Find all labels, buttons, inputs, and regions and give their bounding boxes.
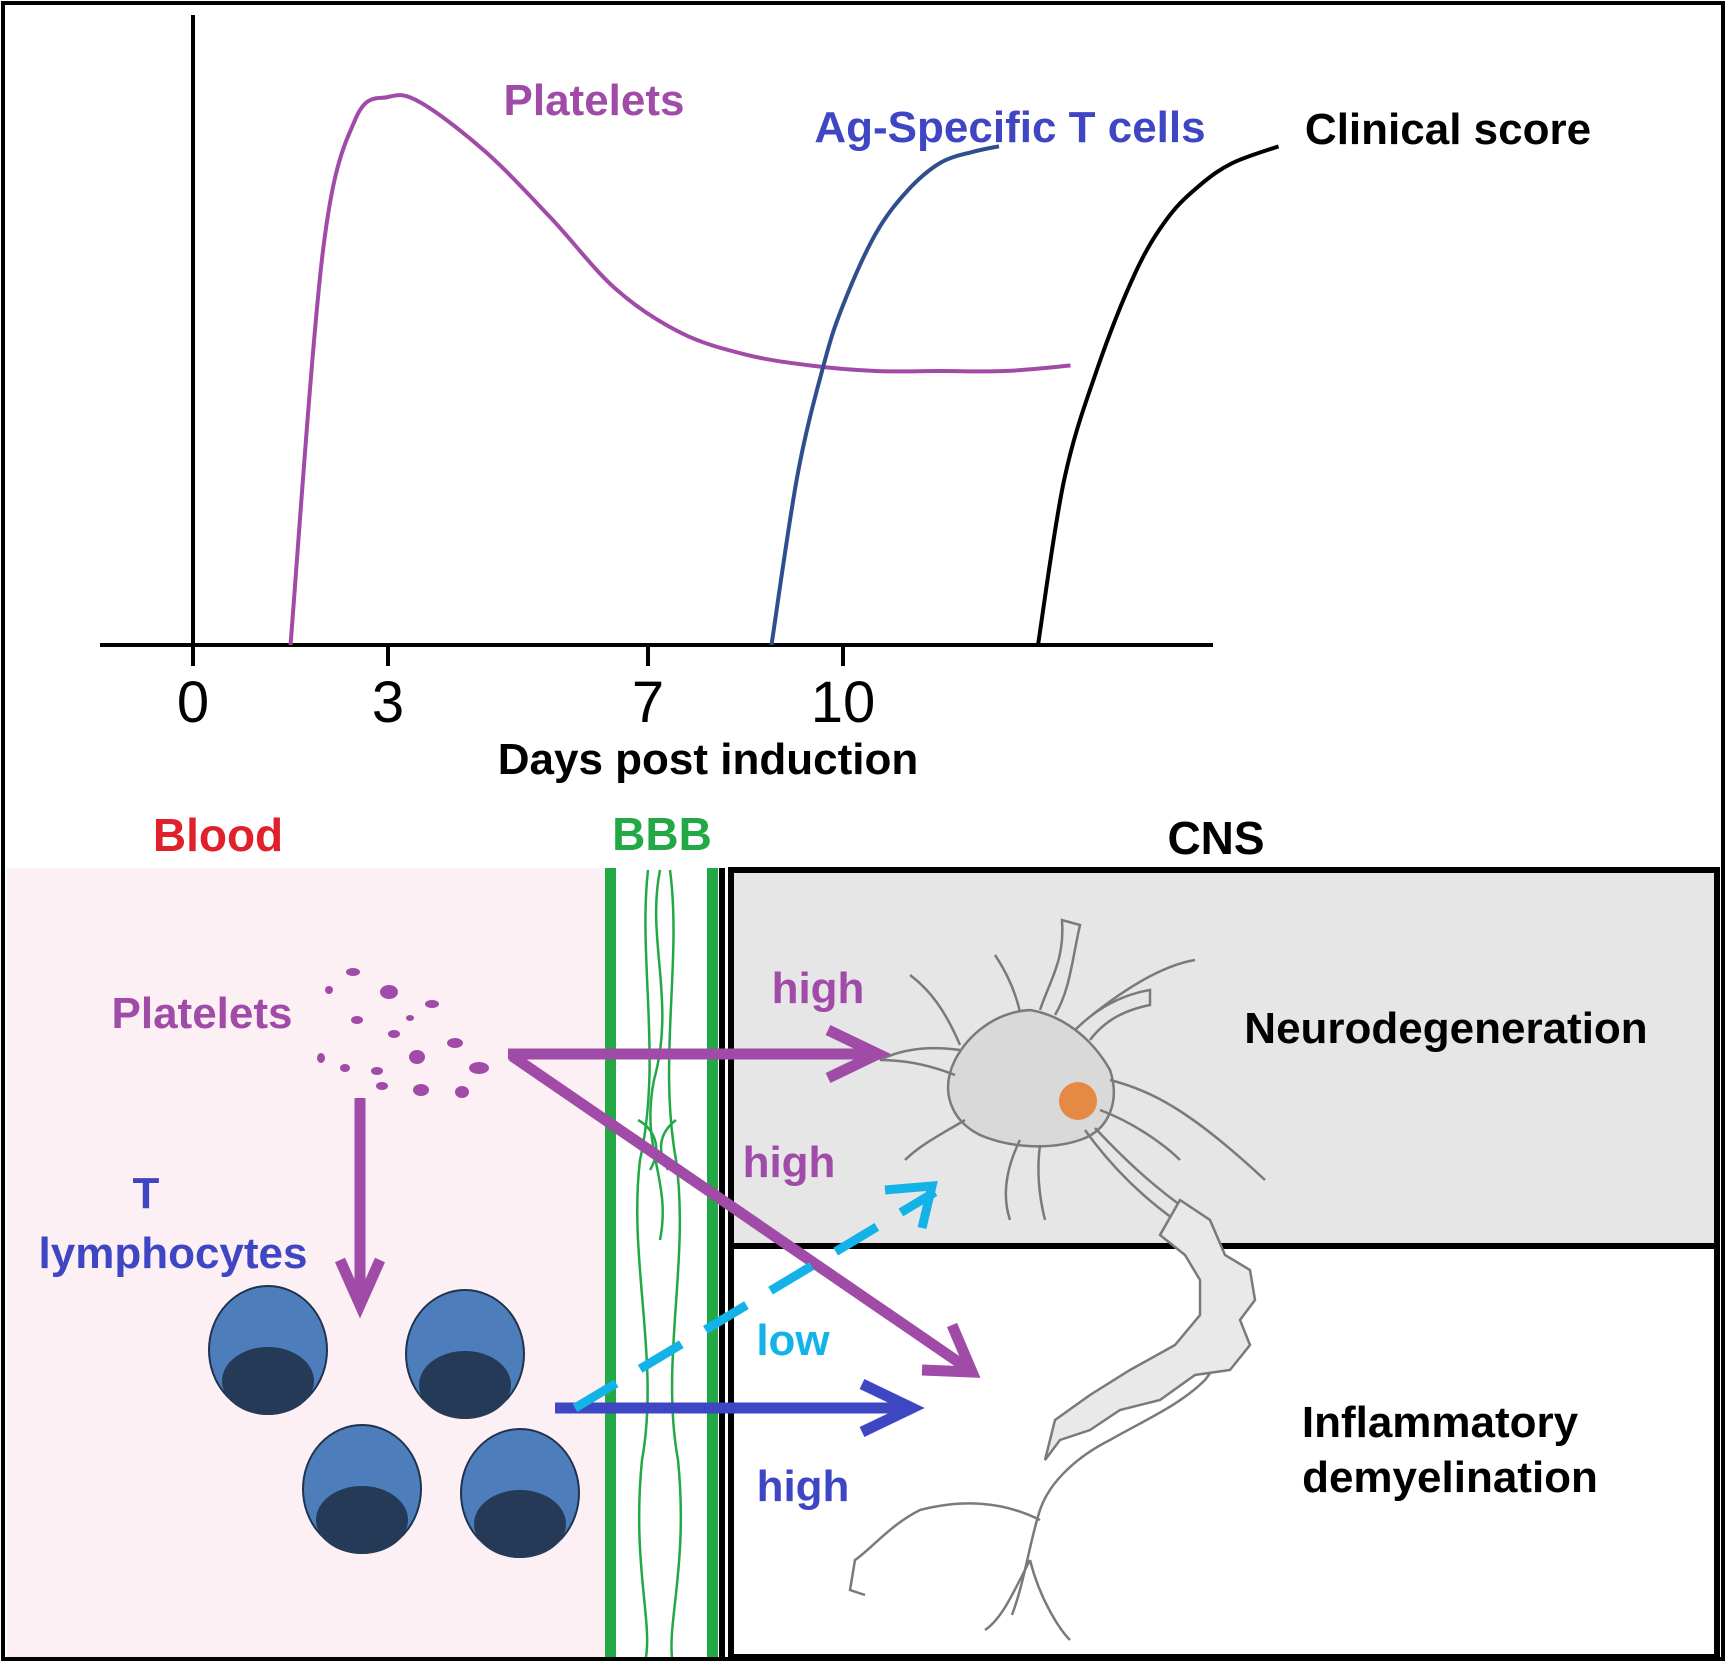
- arrow-head: [884, 1180, 938, 1230]
- arrow-head: [825, 1025, 891, 1083]
- arrow-head: [334, 1257, 386, 1319]
- t-cell: [405, 1289, 525, 1419]
- t-cell-group: [208, 1285, 580, 1558]
- x-tick-label: 0: [177, 670, 209, 735]
- platelets-label: Platelets: [112, 989, 293, 1038]
- cns-neuro-region: [728, 867, 1720, 1249]
- arrow-head: [921, 1322, 981, 1378]
- series-label-tcells: Ag-Specific T cells: [814, 103, 1205, 152]
- arrow-head: [859, 1379, 925, 1437]
- bbb-label: BBB: [612, 808, 712, 860]
- high-label-platelets-inflam: high: [743, 1138, 836, 1187]
- series-label-clinical: Clinical score: [1305, 105, 1591, 154]
- x-tick-label: 10: [811, 670, 876, 735]
- arrow-platelets-to-inflam: [508, 1051, 974, 1375]
- t-lymphocytes-label-line2: lymphocytes: [39, 1229, 308, 1278]
- bbb-wall-right: [707, 868, 718, 1657]
- arrow-tcells-to-neuro-low: [572, 1188, 938, 1412]
- series-line-platelets: [288, 93, 1071, 646]
- timeline-chart: 0 3 7 10 Platelets Ag-Specific T cells Clin…: [100, 15, 1591, 784]
- arrows: [334, 1025, 981, 1437]
- t-cell: [302, 1424, 422, 1554]
- neurodegeneration-label: Neurodegeneration: [1244, 1004, 1647, 1053]
- bbb-fibers: [635, 869, 683, 1658]
- t-cell: [208, 1285, 328, 1415]
- series-line-tcells: [769, 144, 1000, 646]
- high-label-tcells: high: [757, 1462, 850, 1511]
- x-ticks: 0 3 7 10: [177, 645, 875, 735]
- cns-label: CNS: [1167, 812, 1264, 864]
- x-axis-label: Days post induction: [498, 735, 918, 784]
- x-tick-label: 7: [632, 670, 664, 735]
- bbb-wall-left: [605, 868, 616, 1657]
- blood-brain-barrier: [605, 868, 725, 1658]
- t-cell: [460, 1428, 580, 1558]
- blood-label: Blood: [153, 809, 283, 861]
- demyelination-label-line2: demyelination: [1302, 1453, 1598, 1502]
- series-label-platelets: Platelets: [504, 76, 685, 125]
- inflammatory-label-line1: Inflammatory: [1302, 1398, 1579, 1447]
- t-lymphocytes-label-line1: T: [133, 1169, 160, 1218]
- series-lines: [288, 93, 1280, 646]
- series-line-clinical: [1036, 144, 1280, 646]
- platelet-cluster: [317, 968, 489, 1098]
- mechanism-diagram: Blood BBB CNS Platelets T lymphocytes: [7, 808, 1720, 1660]
- high-label-platelets-neuro: high: [772, 964, 865, 1013]
- x-tick-label: 3: [372, 670, 404, 735]
- neuron-nucleus: [1059, 1082, 1097, 1120]
- low-label: low: [756, 1316, 830, 1365]
